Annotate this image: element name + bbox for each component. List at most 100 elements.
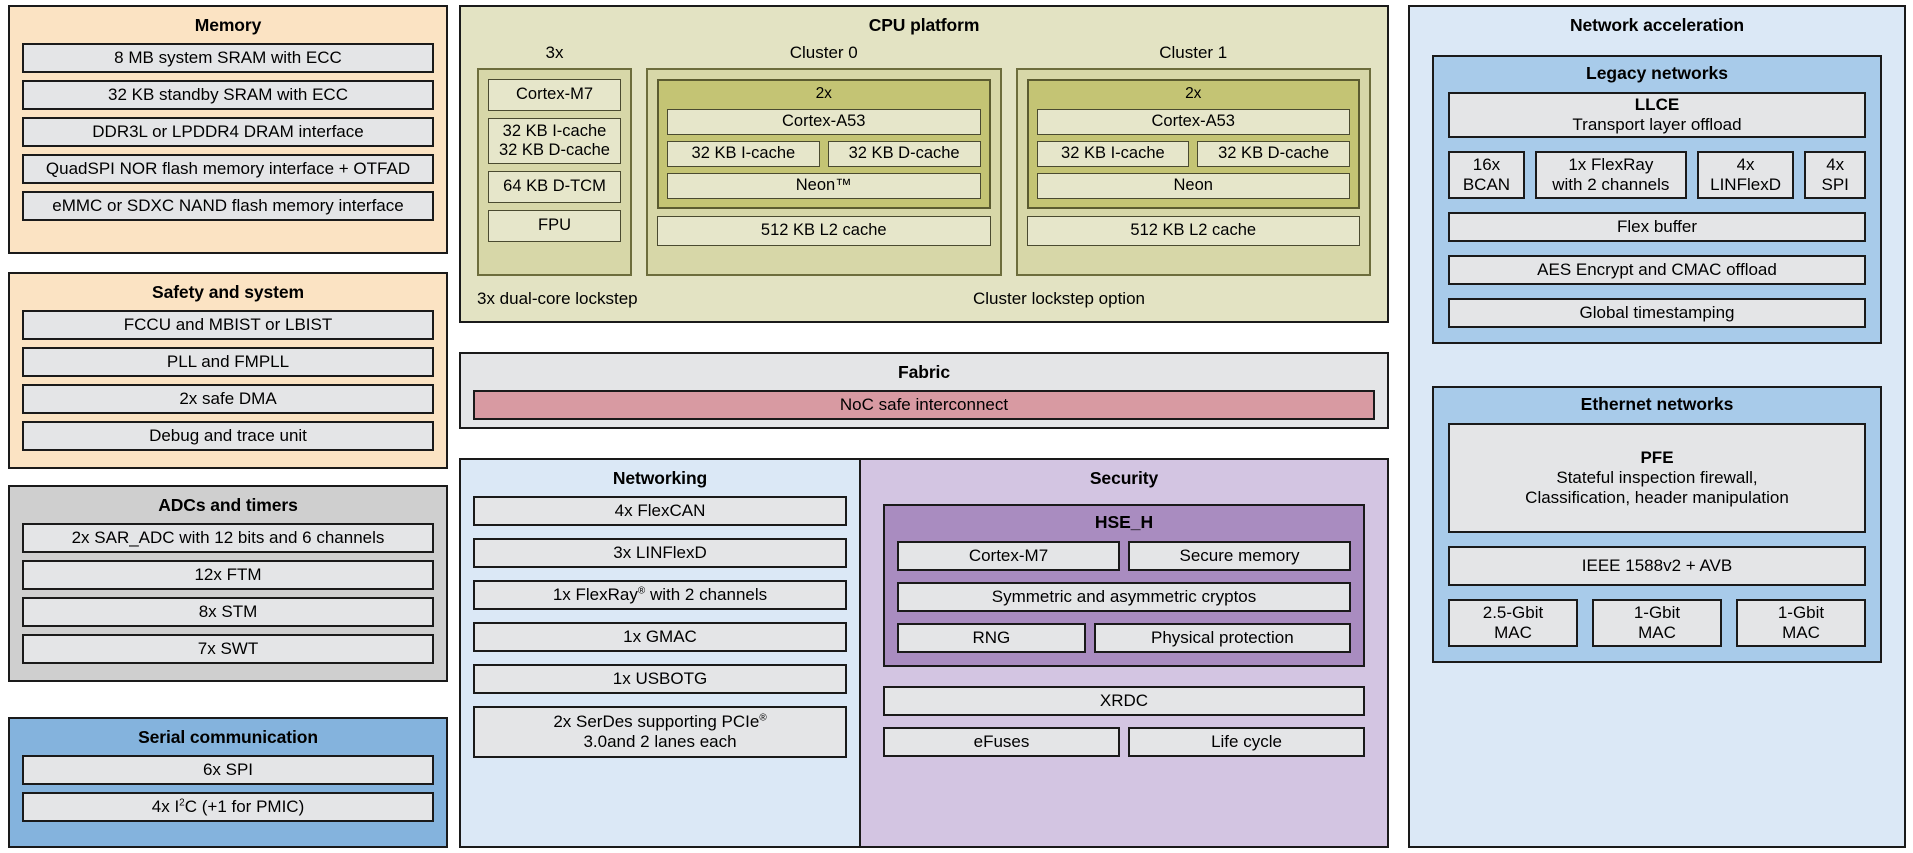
- security-title: Security: [1089, 468, 1159, 488]
- safety-item-list: FCCU and MBIST or LBIST PLL and FMPLL 2x…: [22, 310, 434, 455]
- memory-item: 32 KB standby SRAM with ECC: [22, 80, 434, 111]
- ethernet-networks-panel: Ethernet networks PFE Stateful inspectio…: [1432, 386, 1882, 664]
- pfe-subtitle-2: Classification, header manipulation: [1525, 488, 1789, 508]
- m7-multiplier-label: 3x: [545, 43, 564, 63]
- memory-group: Memory 8 MB system SRAM with ECC 32 KB s…: [8, 5, 448, 254]
- cpu-platform-title: CPU platform: [868, 15, 980, 35]
- efuses-block: eFuses: [883, 727, 1120, 758]
- pfe-block: PFE Stateful inspection firewall, Classi…: [1448, 423, 1866, 534]
- hse-cortex-m7: Cortex-M7: [897, 541, 1120, 572]
- adcs-item: 7x SWT: [22, 634, 434, 665]
- safety-item: PLL and FMPLL: [22, 347, 434, 378]
- m7-core: Cortex-M7: [488, 79, 621, 112]
- llce-subtitle: Transport layer offload: [1572, 115, 1742, 135]
- memory-item: DDR3L or LPDDR4 DRAM interface: [22, 117, 434, 148]
- cpu-platform-group: CPU platform 3x Cortex-M7 32 KB I-cache …: [459, 5, 1389, 323]
- security-group: Security HSE_H Cortex-M7 Secure memory S…: [859, 458, 1389, 848]
- networking-item-gmac: 1x GMAC: [473, 622, 847, 653]
- m7-fpu: FPU: [488, 210, 621, 243]
- adcs-item-list: 2x SAR_ADC with 12 bits and 6 channels 1…: [22, 523, 434, 668]
- m7-core-column: 3x Cortex-M7 32 KB I-cache 32 KB D-cache…: [477, 43, 632, 277]
- m7-dtcm: 64 KB D-TCM: [488, 171, 621, 204]
- memory-item: QuadSPI NOR flash memory interface + OTF…: [22, 154, 434, 185]
- cluster0-multiplier-label: 2x: [815, 85, 832, 103]
- life-cycle-block: Life cycle: [1128, 727, 1365, 758]
- lockstep-footnote-left: 3x dual-core lockstep: [477, 289, 638, 308]
- legacy-networks-panel: Legacy networks LLCE Transport layer off…: [1432, 55, 1882, 345]
- networking-item-usbotg: 1x USBOTG: [473, 664, 847, 695]
- serial-item-list: 6x SPI 4x I2C (+1 for PMIC): [22, 755, 434, 834]
- fabric-title: Fabric: [898, 362, 950, 382]
- cluster1-icache: 32 KB I-cache: [1036, 141, 1190, 168]
- networking-group: Networking 4x FlexCAN 3x LINFlexD 1x Fle…: [459, 458, 861, 848]
- safety-item: Debug and trace unit: [22, 421, 434, 452]
- pfe-subtitle-1: Stateful inspection firewall,: [1556, 467, 1758, 487]
- pfe-title: PFE: [1640, 447, 1674, 467]
- cluster0-neon: Neon™: [667, 173, 981, 200]
- flex-buffer-block: Flex buffer: [1448, 212, 1866, 243]
- networking-item-linflexd: 3x LINFlexD: [473, 538, 847, 569]
- m7-core-box: Cortex-M7 32 KB I-cache 32 KB D-cache 64…: [477, 68, 632, 277]
- networking-item-flexcan: 4x FlexCAN: [473, 496, 847, 527]
- serial-item: 6x SPI: [22, 755, 434, 786]
- serial-title: Serial communication: [138, 727, 318, 747]
- adcs-item: 8x STM: [22, 597, 434, 628]
- adcs-item: 2x SAR_ADC with 12 bits and 6 channels: [22, 523, 434, 554]
- adcs-item: 12x FTM: [22, 560, 434, 591]
- cluster0-icache: 32 KB I-cache: [667, 141, 820, 168]
- hse-rng: RNG: [897, 623, 1086, 654]
- llce-title: LLCE: [1634, 94, 1680, 114]
- networking-item-list: 4x FlexCAN 3x LINFlexD 1x FlexRay® with …: [473, 496, 847, 834]
- serial-communication-group: Serial communication 6x SPI 4x I2C (+1 f…: [8, 717, 448, 848]
- safety-title: Safety and system: [152, 282, 304, 302]
- cluster1-core: Cortex-A53: [1036, 109, 1350, 136]
- aes-cmac-block: AES Encrypt and CMAC offload: [1448, 255, 1866, 286]
- cluster1-dcache: 32 KB D-cache: [1197, 141, 1350, 168]
- cluster0-column: Cluster 0 2x Cortex-A53 32 KB I-cache 32…: [646, 43, 1002, 277]
- cluster1-label: Cluster 1: [1159, 43, 1228, 63]
- cluster0-box: 2x Cortex-A53 32 KB I-cache 32 KB D-cach…: [646, 68, 1002, 277]
- cluster1-box: 2x Cortex-A53 32 KB I-cache 32 KB D-cach…: [1015, 68, 1371, 277]
- cluster1-column: Cluster 1 2x Cortex-A53 32 KB I-cache 32…: [1015, 43, 1371, 277]
- security-bottom-list: XRDC eFuses Life cycle: [883, 686, 1365, 758]
- cluster1-l2-cache: 512 KB L2 cache: [1026, 216, 1360, 247]
- networking-item-flexray: 1x FlexRay® with 2 channels: [473, 580, 847, 611]
- m7-icache-label: 32 KB I-cache: [502, 121, 607, 140]
- safety-item: 2x safe DMA: [22, 384, 434, 415]
- llce-block: LLCE Transport layer offload: [1448, 92, 1866, 139]
- serial-item-i2c: 4x I2C (+1 for PMIC): [22, 792, 434, 823]
- memory-item-list: 8 MB system SRAM with ECC 32 KB standby …: [22, 43, 434, 240]
- network-acceleration-title: Network acceleration: [1569, 15, 1745, 35]
- global-timestamping-block: Global timestamping: [1448, 298, 1866, 329]
- networking-title: Networking: [612, 468, 708, 488]
- cluster1-neon: Neon: [1036, 173, 1350, 200]
- cluster0-l2-cache: 512 KB L2 cache: [657, 216, 991, 247]
- hse-secure-memory: Secure memory: [1128, 541, 1351, 572]
- noc-safe-interconnect: NoC safe interconnect: [473, 390, 1375, 421]
- cluster0-core: Cortex-A53: [667, 109, 981, 136]
- adcs-title: ADCs and timers: [158, 495, 298, 515]
- network-acceleration-group: Network acceleration Legacy networks LLC…: [1408, 5, 1906, 848]
- safety-and-system-group: Safety and system FCCU and MBIST or LBIS…: [8, 272, 448, 469]
- memory-item: eMMC or SDXC NAND flash memory interface: [22, 191, 434, 222]
- memory-item: 8 MB system SRAM with ECC: [22, 43, 434, 74]
- hse-cryptos: Symmetric and asymmetric cryptos: [897, 582, 1351, 613]
- ieee1588-block: IEEE 1588v2 + AVB: [1448, 546, 1866, 587]
- ethernet-networks-title: Ethernet networks: [1580, 394, 1734, 415]
- m7-caches: 32 KB I-cache 32 KB D-cache: [488, 118, 621, 165]
- hse-h-panel: HSE_H Cortex-M7 Secure memory Symmetric …: [883, 504, 1365, 668]
- hse-physical-protection: Physical protection: [1093, 623, 1351, 654]
- cluster0-label: Cluster 0: [789, 43, 858, 63]
- adcs-and-timers-group: ADCs and timers 2x SAR_ADC with 12 bits …: [8, 485, 448, 682]
- fabric-group: Fabric NoC safe interconnect: [459, 352, 1389, 429]
- cluster1-multiplier-label: 2x: [1185, 85, 1202, 103]
- xrdc-block: XRDC: [883, 686, 1365, 717]
